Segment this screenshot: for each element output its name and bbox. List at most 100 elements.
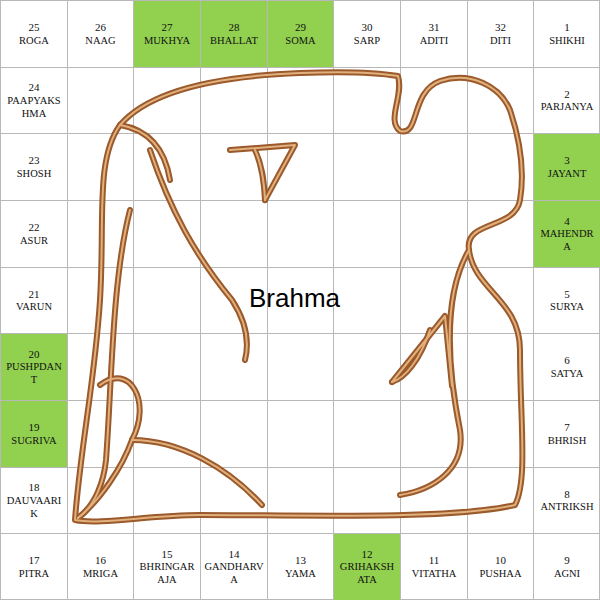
grid-line: [0, 467, 600, 468]
deity-name: BHRINGARAJA: [137, 560, 197, 586]
deity-name: DAUVAARIK: [4, 494, 64, 520]
deity-name: PITRA: [19, 567, 49, 580]
cell-number: 26: [95, 21, 106, 34]
cell-number: 1: [564, 21, 570, 34]
mandala-cell: 18DAUVAARIK: [1, 468, 67, 533]
deity-name: SARP: [354, 34, 380, 47]
mandala-cell: 3JAYANT: [534, 134, 600, 200]
cell-number: 23: [29, 154, 40, 167]
deity-name: PUSHPDANT: [4, 360, 64, 386]
cell-number: 15: [162, 548, 173, 561]
cell-number: 17: [29, 554, 40, 567]
cell-number: 6: [564, 354, 570, 367]
mandala-cell: 19SUGRIVA: [1, 401, 67, 467]
deity-name: SURYA: [550, 300, 584, 313]
cell-number: 20: [29, 348, 40, 361]
deity-name: SUGRIVA: [11, 434, 56, 447]
cell-number: 2: [564, 88, 570, 101]
cell-number: 18: [29, 481, 40, 494]
grid-line: [0, 67, 600, 68]
cell-number: 10: [495, 554, 506, 567]
mandala-cell: 28BHALLAT: [201, 1, 267, 67]
cell-number: 13: [295, 554, 306, 567]
deity-name: VARUN: [16, 300, 52, 313]
cell-number: 3: [564, 154, 570, 167]
grid-line: [133, 0, 134, 600]
deity-name: DITI: [490, 34, 511, 47]
deity-name: GRIHAKSHATA: [337, 560, 397, 586]
deity-name: VITATHA: [412, 567, 457, 580]
deity-name: PAAPYAKSHMA: [4, 94, 64, 120]
mandala-cell: 32DITI: [468, 1, 533, 67]
mandala-cell: 12GRIHAKSHATA: [334, 534, 400, 600]
cell-number: 25: [29, 21, 40, 34]
deity-name: NAAG: [85, 34, 115, 47]
mandala-cell: 26NAAG: [68, 1, 133, 67]
deity-name: ASUR: [20, 234, 48, 247]
mandala-cell: 13YAMA: [268, 534, 333, 600]
mandala-cell: 9AGNI: [534, 534, 600, 600]
deity-name: SATYA: [551, 367, 584, 380]
cell-number: 21: [29, 288, 40, 301]
deity-name: AGNI: [554, 567, 580, 580]
cell-number: 14: [229, 548, 240, 561]
cell-number: 11: [429, 554, 440, 567]
cell-number: 7: [564, 421, 570, 434]
grid-line: [67, 0, 68, 600]
grid-line: [533, 0, 534, 600]
mandala-cell: 7BHRISH: [534, 401, 600, 467]
deity-name: MUKHYA: [144, 34, 190, 47]
cell-number: 16: [95, 554, 106, 567]
cell-number: 8: [564, 488, 570, 501]
deity-name: ROGA: [19, 34, 49, 47]
deity-name: GANDHARVA: [204, 560, 264, 586]
mandala-cell: 27MUKHYA: [134, 1, 200, 67]
cell-number: 28: [229, 21, 240, 34]
grid-line: [200, 0, 201, 600]
mandala-cell: 16MRIGA: [68, 534, 133, 600]
mandala-cell: 15BHRINGARAJA: [134, 534, 200, 600]
mandala-cell: 1SHIKHI: [534, 1, 600, 67]
mandala-cell: 14GANDHARVA: [201, 534, 267, 600]
mandala-cell: 31ADITI: [401, 1, 467, 67]
mandala-cell: 17PITRA: [1, 534, 67, 600]
mandala-cell: 4MAHENDRA: [534, 201, 600, 267]
deity-name: SHOSH: [17, 167, 51, 180]
deity-name: ANTRIKSH: [540, 500, 593, 513]
mandala-cell: 24PAAPYAKSHMA: [1, 68, 67, 133]
mandala-cell: 22ASUR: [1, 201, 67, 267]
deity-name: JAYANT: [548, 167, 587, 180]
mandala-cell: 30SARP: [334, 1, 400, 67]
grid-line: [0, 333, 600, 334]
deity-name: ADITI: [420, 34, 449, 47]
cell-number: 5: [564, 288, 570, 301]
cell-number: 29: [295, 21, 306, 34]
mandala-cell: 5SURYA: [534, 268, 600, 333]
mandala-cell: 10PUSHAA: [468, 534, 533, 600]
grid-line: [0, 200, 600, 201]
cell-number: 27: [162, 21, 173, 34]
mandala-cell: 25ROGA: [1, 1, 67, 67]
cell-number: 12: [362, 548, 373, 561]
deity-name: PUSHAA: [479, 567, 521, 580]
grid-line: [0, 133, 600, 134]
deity-name: BHALLAT: [210, 34, 258, 47]
cell-number: 19: [29, 421, 40, 434]
center-label: Brahma: [249, 283, 340, 314]
deity-name: MRIGA: [83, 567, 118, 580]
grid-line: [0, 0, 1, 600]
grid-line: [0, 533, 600, 534]
mandala-cell: 23SHOSH: [1, 134, 67, 200]
grid-line: [599, 0, 600, 600]
deity-name: PARJANYA: [541, 100, 594, 113]
cell-number: 30: [362, 21, 373, 34]
deity-name: BHRISH: [548, 434, 587, 447]
grid-line: [0, 267, 600, 268]
cell-number: 22: [29, 221, 40, 234]
mandala-cell: 8ANTRIKSH: [534, 468, 600, 533]
cell-number: 9: [564, 554, 570, 567]
mandala-cell: 20PUSHPDANT: [1, 334, 67, 400]
deity-name: YAMA: [285, 567, 316, 580]
mandala-cell: 21VARUN: [1, 268, 67, 333]
grid-line: [0, 599, 600, 600]
